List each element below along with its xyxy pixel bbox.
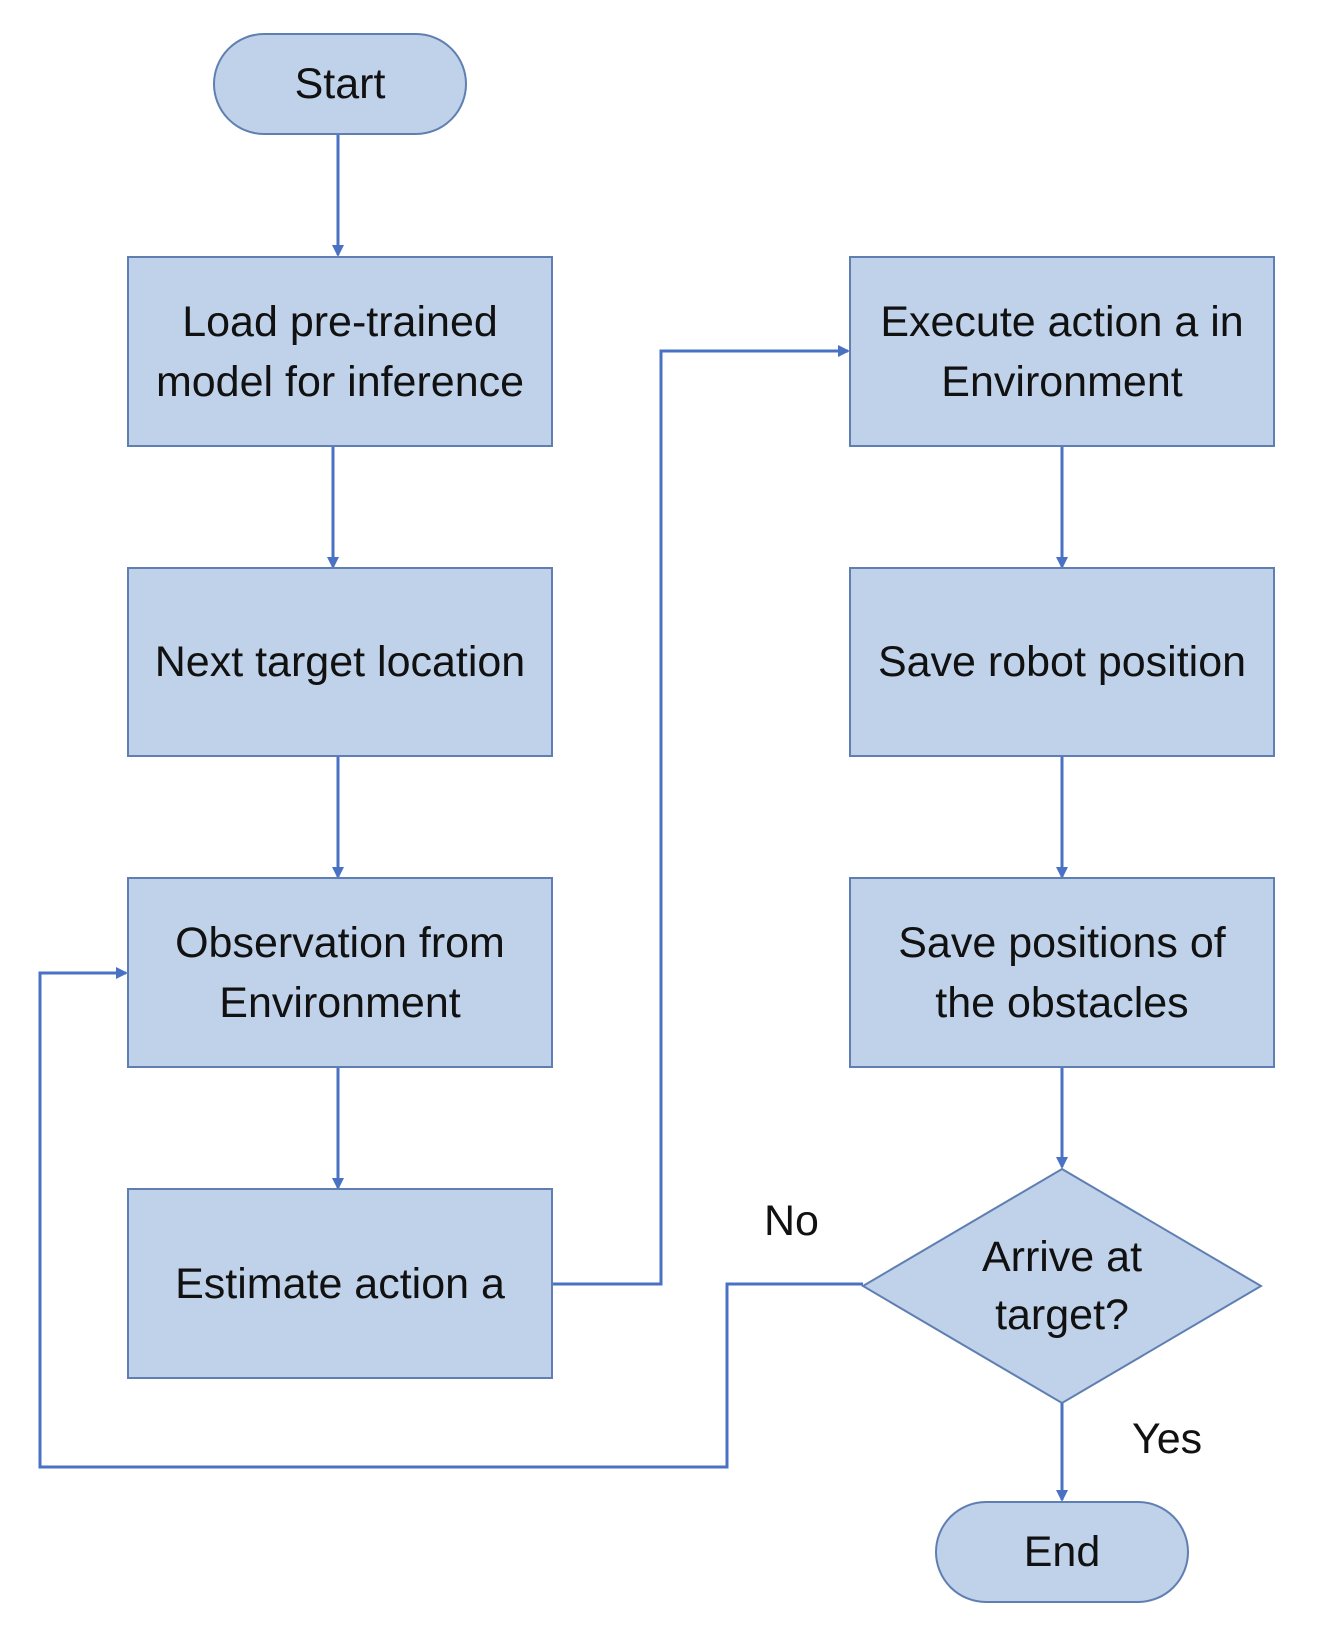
decision-label: Arrive at target? xyxy=(981,1233,1143,1339)
estimate-action-box: Estimate action a xyxy=(127,1188,553,1379)
load-model-box: Load pre-trained model for inference xyxy=(127,256,553,447)
save-obstacles-box: Save positions of the obstacles xyxy=(849,877,1275,1068)
yes-edge-label: Yes xyxy=(1132,1415,1203,1463)
arrow-decision-no-to-observation xyxy=(38,967,863,1469)
execute-action-box: Execute action a in Environment xyxy=(849,256,1275,447)
start-label: Start xyxy=(294,60,386,108)
no-edge-label: No xyxy=(764,1197,819,1245)
save-obstacles-label: Save positions of the obstacles xyxy=(898,918,1226,1027)
start-terminal: Start xyxy=(213,33,467,135)
load-model-label: Load pre-trained model for inference xyxy=(155,297,525,406)
save-robot-position-box: Save robot position xyxy=(849,567,1275,757)
end-label: End xyxy=(1023,1528,1101,1576)
estimate-action-label: Estimate action a xyxy=(175,1259,505,1308)
arrow-estimate-to-execute xyxy=(553,345,850,1286)
observation-box: Observation from Environment xyxy=(127,877,553,1068)
observation-label: Observation from Environment xyxy=(175,918,505,1027)
next-target-label: Next target location xyxy=(154,638,526,686)
next-target-box: Next target location xyxy=(127,567,553,757)
save-robot-position-label: Save robot position xyxy=(877,638,1247,686)
execute-action-label: Execute action a in Environment xyxy=(880,297,1244,406)
end-terminal: End xyxy=(935,1501,1189,1603)
